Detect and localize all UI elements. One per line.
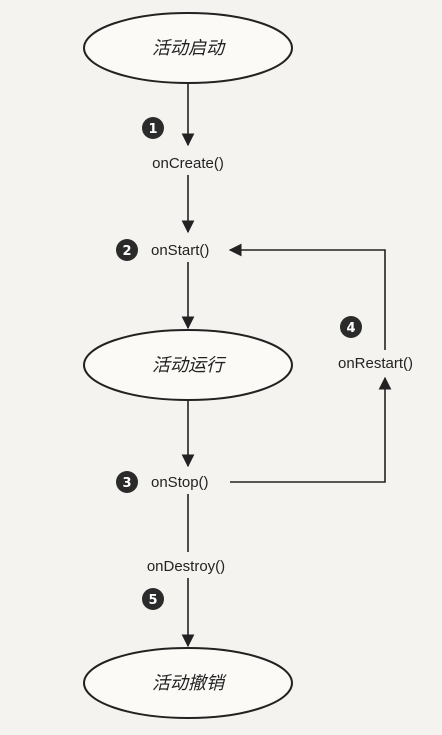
- callback-ondestroy-label: onDestroy(): [147, 558, 225, 575]
- arrow-onstop-to-onrestart: [230, 376, 392, 483]
- step-badge-5: 5: [142, 588, 164, 610]
- state-launch: 活动启动: [83, 12, 293, 84]
- state-launch-label: 活动启动: [152, 38, 226, 59]
- callback-onstop-label: onStop(): [151, 474, 209, 491]
- callback-onstart-label: onStart(): [151, 242, 209, 259]
- step-badge-2-number: 2: [122, 244, 131, 259]
- callback-onrestart-label: onRestart(): [338, 355, 413, 372]
- state-destroyed-label: 活动撤销: [152, 673, 227, 694]
- callback-oncreate-label: onCreate(): [152, 155, 224, 172]
- state-running-label: 活动运行: [152, 355, 227, 376]
- step-badge-4: 4: [340, 316, 362, 338]
- state-destroyed: 活动撤销: [83, 647, 293, 719]
- step-badge-5-number: 5: [148, 593, 157, 608]
- arrow-onrestart-to-onstart: [228, 243, 386, 350]
- step-badge-2: 2: [116, 239, 138, 261]
- step-badge-3: 3: [116, 471, 138, 493]
- step-badge-4-number: 4: [346, 321, 355, 336]
- step-badge-1-number: 1: [148, 122, 157, 137]
- step-badge-1: 1: [142, 117, 164, 139]
- step-badge-3-number: 3: [122, 476, 131, 491]
- state-running: 活动运行: [83, 329, 293, 401]
